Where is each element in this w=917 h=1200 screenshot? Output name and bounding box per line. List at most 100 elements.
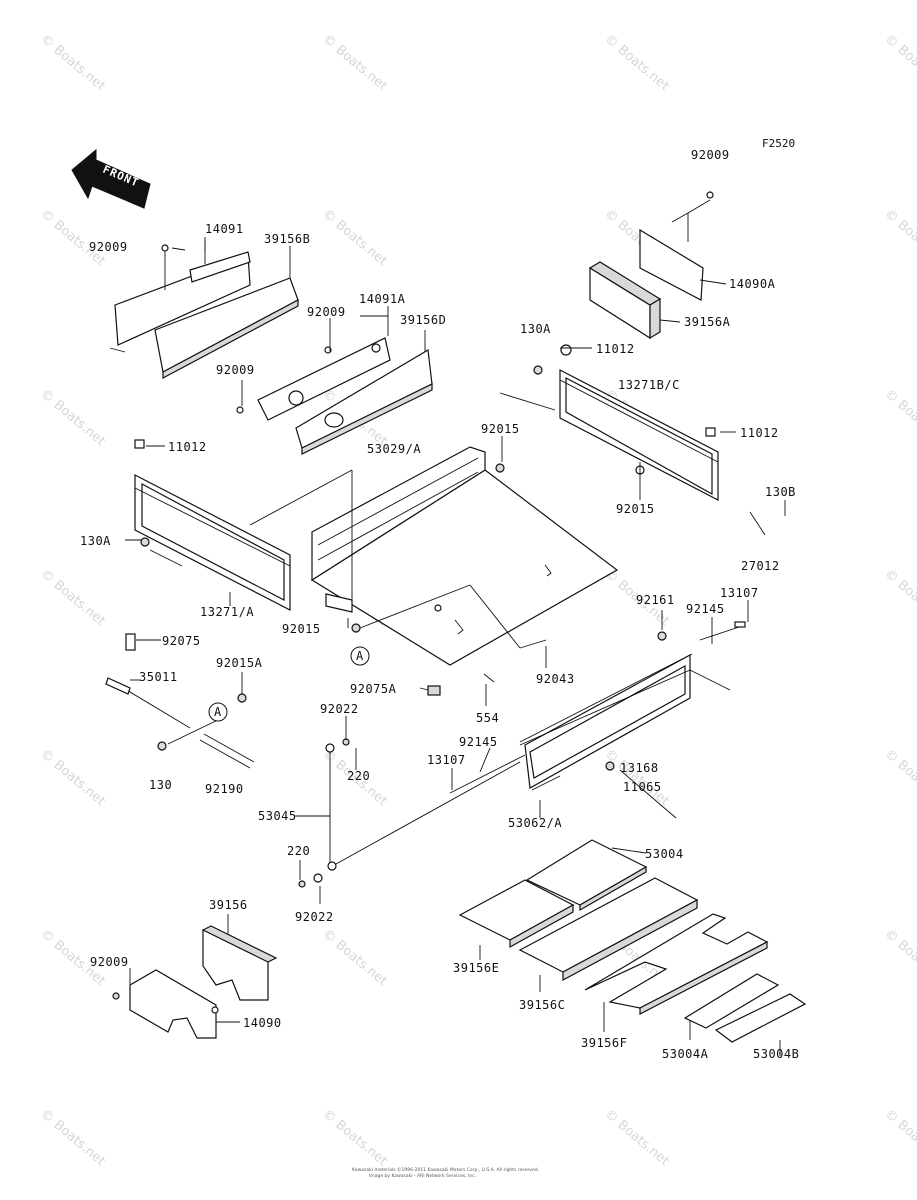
copyright-line: Image by Kawasaki - ARI Network Services… <box>369 1173 476 1179</box>
part-label: 92075A <box>350 682 397 696</box>
mat-53004B <box>714 993 807 1043</box>
part-label: 39156F <box>581 1036 627 1050</box>
part-label: 14090A <box>729 277 776 291</box>
figure-code: F2520 <box>762 137 795 150</box>
part-label: 11012 <box>740 426 779 440</box>
watermark: © Boats.net <box>37 747 107 809</box>
part-label: 53045 <box>258 809 297 823</box>
part-label: 53062/A <box>508 816 562 830</box>
front-arrow-icon: FRONT <box>71 148 151 209</box>
part-label: 39156B <box>264 232 310 246</box>
watermark: © Boats.net <box>37 207 107 269</box>
callout-letter: A <box>214 705 222 719</box>
mat-53004 <box>525 839 648 912</box>
pad-39156C <box>518 877 699 982</box>
cargo-bed-53029-A <box>249 446 619 666</box>
part-label: 554 <box>476 711 499 725</box>
part-label: 92161 <box>636 593 675 607</box>
part-label: 13107 <box>720 586 759 600</box>
part-label: 130 <box>149 778 172 792</box>
part-label: 92190 <box>205 782 244 796</box>
hardware-left: A A <box>105 633 370 769</box>
part-label: 92015 <box>282 622 321 636</box>
part-label: 92022 <box>320 702 359 716</box>
watermark: © Boats.net <box>319 927 389 989</box>
part-label: 53029/A <box>367 442 421 456</box>
part-label: 13168 <box>620 761 659 775</box>
pad-39156 <box>201 925 278 1001</box>
pad-39156B <box>154 246 299 379</box>
watermark: © Boats.net <box>37 567 107 629</box>
part-label: 92015 <box>616 502 655 516</box>
part-labels: 92009 14090A 39156A 14091 39156B 92009 9… <box>80 148 799 1061</box>
part-label: 39156E <box>453 961 499 975</box>
callout-letter: A <box>356 649 364 663</box>
side-gate-13271B-C <box>499 344 719 501</box>
copyright-line: Kawasaki materials ©1996-2011 Kawasaki M… <box>352 1166 539 1173</box>
watermark: © Boats.net <box>37 1107 107 1169</box>
part-label: 14091 <box>205 222 244 236</box>
watermark: © Boats.net <box>881 1107 917 1169</box>
callout-circle <box>208 702 228 722</box>
part-label: 92075 <box>162 634 201 648</box>
part-label: 39156D <box>400 313 446 327</box>
part-label: 11012 <box>596 342 635 356</box>
part-label: 92015A <box>216 656 263 670</box>
part-label: 39156A <box>684 315 731 329</box>
part-label: 92022 <box>295 910 334 924</box>
part-label: 92043 <box>536 672 575 686</box>
part-label: 92145 <box>686 602 725 616</box>
part-label: 27012 <box>741 559 780 573</box>
part-label: 39156 <box>209 898 248 912</box>
watermark: © Boats.net <box>319 32 389 94</box>
watermark: © Boats.net <box>319 207 389 269</box>
panel-14090A <box>639 191 727 301</box>
pad-39156F <box>584 913 769 1015</box>
part-label: 53004A <box>662 1047 709 1061</box>
panel-14091A <box>236 306 391 421</box>
part-label: 35011 <box>139 670 178 684</box>
leader-lines <box>125 237 786 1056</box>
part-label: 92009 <box>691 148 730 162</box>
part-label: 220 <box>287 844 310 858</box>
watermark: © Boats.net <box>37 32 107 94</box>
watermark: © Boats.net <box>601 32 671 94</box>
part-label: 14091A <box>359 292 406 306</box>
pad-39156A <box>588 261 681 340</box>
part-label: 92009 <box>307 305 346 319</box>
watermark: © Boats.net <box>319 1107 389 1169</box>
part-label: 11065 <box>623 780 662 794</box>
pad-39156E <box>458 879 575 949</box>
watermark: © Boats.net <box>881 32 917 94</box>
panel-14090 <box>112 969 219 1039</box>
part-label: 92015 <box>481 422 520 436</box>
watermark: © Boats.net <box>601 1107 671 1169</box>
part-label: 13271B/C <box>618 378 680 392</box>
watermark: © Boats.net <box>881 387 917 449</box>
watermark: © Boats.net <box>881 207 917 269</box>
part-label: 14090 <box>243 1016 282 1030</box>
part-label: 53004 <box>645 847 684 861</box>
part-label: 13271/A <box>200 605 254 619</box>
callout-circle <box>350 646 370 666</box>
pad-39156D <box>295 330 433 455</box>
part-label: 92009 <box>216 363 255 377</box>
part-label: 11012 <box>168 440 207 454</box>
side-gate-13271-A <box>134 439 291 611</box>
watermark: © Boats.net <box>601 747 671 809</box>
watermark: © Boats.net <box>37 387 107 449</box>
part-label: 130B <box>765 485 796 499</box>
part-label: 13107 <box>427 753 466 767</box>
part-label: 92009 <box>89 240 128 254</box>
part-label: 92009 <box>90 955 129 969</box>
part-label: 130A <box>520 322 551 336</box>
part-label: 39156C <box>519 998 565 1012</box>
part-label: 130A <box>80 534 111 548</box>
part-label: 92145 <box>459 735 498 749</box>
cable-53045 <box>298 673 521 888</box>
mat-53004A <box>683 973 780 1029</box>
watermark: © Boats.net <box>881 927 917 989</box>
tailgate-53062-A <box>449 621 746 819</box>
